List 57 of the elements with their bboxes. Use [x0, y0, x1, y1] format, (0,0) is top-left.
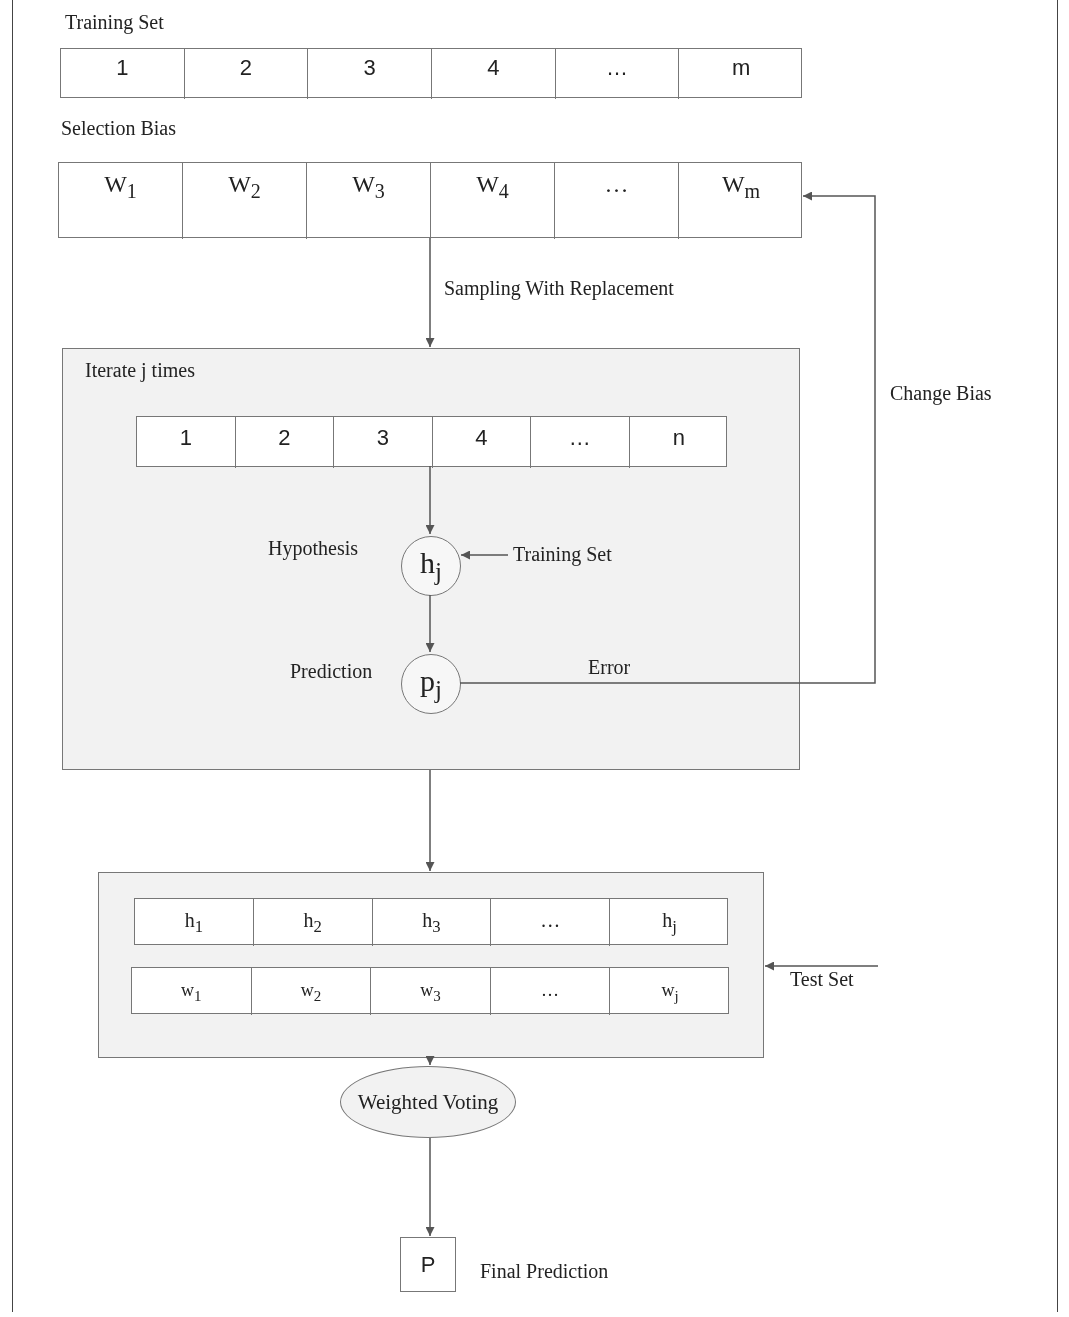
- array-cell: 4: [432, 417, 531, 468]
- array-cell: …: [531, 417, 630, 468]
- array-cell: 2: [235, 417, 334, 468]
- process-panel: [62, 348, 800, 770]
- array-cell: W$_{m}$: [679, 163, 803, 239]
- array-cell: …: [490, 968, 611, 1015]
- array-cell: h$_{2}$: [253, 899, 373, 946]
- array-row: [134, 898, 728, 945]
- array-cell: w$_{j}$: [610, 968, 730, 1015]
- array-cell: W$_{1}$: [59, 163, 183, 239]
- process-circle: p$_{j}$: [401, 654, 461, 714]
- process-panel: [98, 872, 764, 1058]
- array-cell: …: [491, 899, 611, 946]
- array-cell: 3: [308, 49, 432, 99]
- array-cell: …: [555, 163, 679, 239]
- array-cell: m: [679, 49, 803, 99]
- node-caption: Hypothesis: [268, 537, 358, 560]
- array-cell: w$_{1}$: [132, 968, 252, 1015]
- note-text: Change Bias: [890, 382, 992, 405]
- process-ellipse: Weighted Voting: [340, 1066, 516, 1138]
- array-cell: w$_{2}$: [251, 968, 372, 1015]
- heading: Training Set: [65, 11, 164, 34]
- arrow: [460, 550, 509, 560]
- output-box: P: [400, 1237, 456, 1292]
- edge-label: Sampling With Replacement: [444, 277, 674, 300]
- array-cell: W$_{2}$: [183, 163, 307, 239]
- array-row: [131, 967, 729, 1014]
- arrow: [764, 961, 879, 971]
- arrow: [425, 465, 435, 535]
- array-cell: 2: [184, 49, 309, 99]
- node-caption: Prediction: [290, 660, 373, 683]
- heading: Iterate j times: [85, 359, 195, 382]
- arrow: [425, 237, 435, 348]
- arrow: [459, 191, 876, 684]
- arrow: [425, 769, 435, 872]
- input-label: Training Set: [509, 541, 639, 571]
- array-cell: …: [555, 49, 680, 99]
- arrow: [425, 1137, 435, 1237]
- heading: Selection Bias: [61, 117, 176, 140]
- arrow: [425, 594, 435, 653]
- array-cell: h$_{1}$: [135, 899, 254, 946]
- array-cell: 1: [137, 417, 236, 468]
- array-cell: w$_{3}$: [371, 968, 491, 1015]
- array-cell: h$_{3}$: [372, 899, 492, 946]
- array-row: [136, 416, 727, 467]
- process-circle: h$_{j}$: [401, 536, 461, 596]
- arrow: [425, 1056, 435, 1066]
- array-cell: W$_{4}$: [431, 163, 555, 239]
- array-cell: 3: [334, 417, 433, 468]
- node-caption: Final Prediction: [480, 1260, 609, 1283]
- array-cell: 1: [61, 49, 185, 99]
- input-label: Test Set: [786, 966, 878, 998]
- array-cell: h$_{j}$: [610, 899, 729, 946]
- edge-label: Error: [588, 656, 631, 679]
- array-cell: 4: [432, 49, 556, 99]
- array-cell: W$_{3}$: [307, 163, 431, 239]
- array-cell: n: [629, 417, 728, 468]
